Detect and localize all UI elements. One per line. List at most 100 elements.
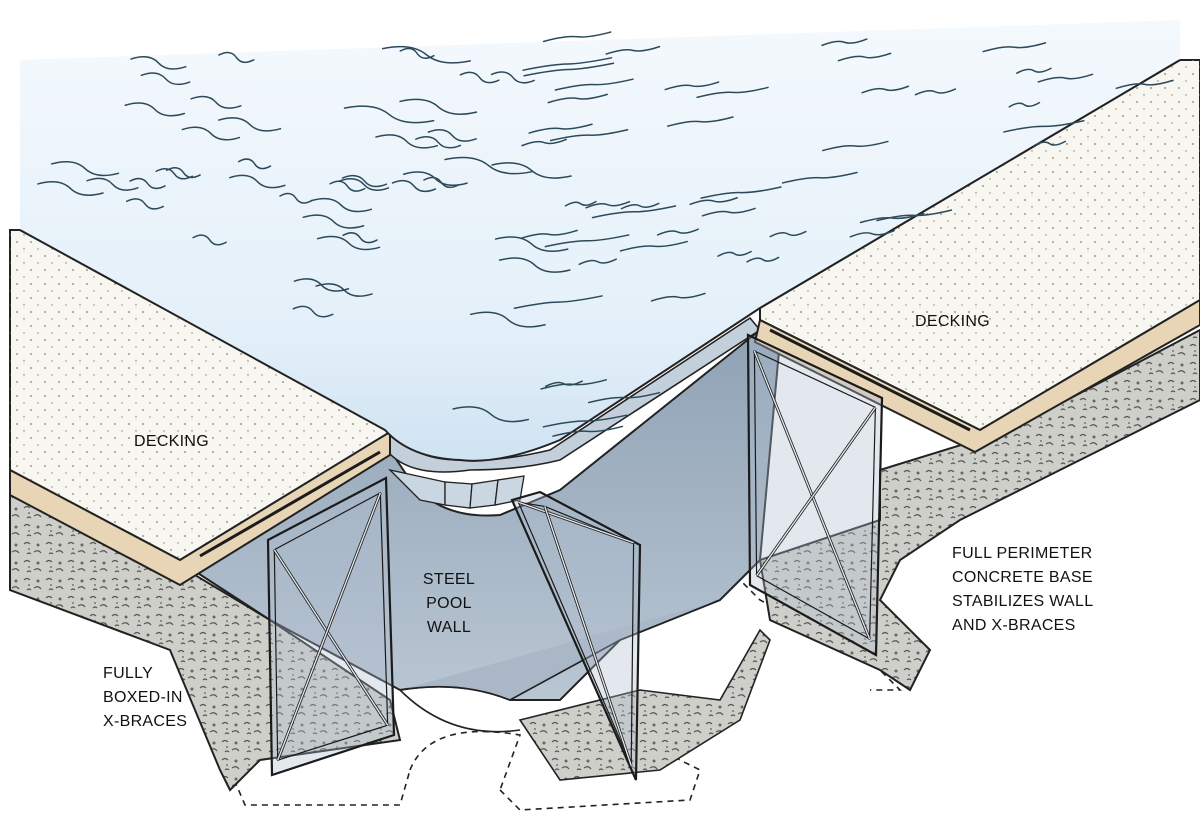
pool-wall-floor-line [399, 689, 521, 733]
steel-pool-wall-line-2: POOL [426, 595, 472, 612]
ripple [700, 186, 782, 199]
ripple [444, 156, 533, 175]
deck-right-edge [753, 298, 1200, 454]
ripple [666, 116, 734, 127]
concrete-base-line-2: CONCRETE BASE [952, 569, 1093, 586]
ripple [837, 52, 892, 62]
ripple [470, 311, 546, 328]
ripple [544, 234, 630, 248]
ripple [237, 158, 272, 170]
steel-pool-wall-line-3: WALL [426, 619, 472, 636]
ripple [656, 228, 699, 236]
ripple [513, 295, 603, 309]
ripple [338, 177, 390, 192]
x-braces-label: FULLY BOXED-IN X-BRACES [103, 662, 187, 734]
water-edge [19, 59, 1181, 462]
ripple [399, 47, 435, 59]
ripple [769, 230, 807, 238]
ripple [229, 174, 286, 189]
ripple [302, 214, 365, 229]
ripple [1033, 140, 1067, 147]
ripple [415, 136, 462, 149]
ripple [316, 235, 381, 251]
ripple [124, 102, 186, 117]
ripple [1016, 67, 1052, 74]
ripple [427, 129, 477, 142]
ripple [130, 56, 187, 70]
ripple [190, 95, 242, 109]
ripple [585, 200, 631, 209]
ripple [982, 42, 1047, 53]
concrete-base-left [9, 488, 402, 792]
x-brace-left [266, 476, 396, 777]
ripple [391, 179, 437, 193]
ripple [547, 93, 608, 104]
ripple [605, 45, 661, 55]
concrete-base-line-4: AND X-BRACES [952, 617, 1076, 634]
ripple [279, 192, 313, 204]
ripple [564, 200, 597, 207]
ripple [689, 196, 738, 206]
ripple [620, 202, 660, 210]
ripple [587, 391, 661, 404]
ripple [544, 380, 583, 388]
ripple [381, 45, 471, 64]
ripple [522, 57, 613, 71]
deck-right-bolt [769, 328, 971, 432]
decking-left-label: DECKING [134, 433, 209, 450]
ripple [309, 197, 373, 213]
ripple [914, 88, 957, 96]
ripple [859, 212, 925, 224]
ripple [402, 171, 468, 187]
ripple [315, 283, 373, 297]
ripple [523, 62, 615, 77]
ripple [399, 98, 478, 115]
ripple [165, 167, 201, 179]
ripple [459, 71, 500, 84]
ripple [342, 232, 378, 244]
x-brace-right [746, 333, 884, 657]
x-braces-line-3: X-BRACES [103, 713, 188, 730]
ripple [542, 414, 628, 428]
ripple [1115, 79, 1174, 90]
ripple [664, 81, 720, 91]
ripple [452, 406, 530, 423]
ripple [849, 229, 895, 238]
x-braces-line-1: FULLY [103, 665, 154, 682]
ripple [578, 258, 617, 266]
ripple [717, 250, 752, 257]
steel-pool-wall-line-1: STEEL [422, 571, 476, 588]
ripple [343, 105, 435, 124]
ripple [494, 236, 569, 253]
ripple [591, 205, 677, 219]
ripple [619, 240, 688, 252]
ripple [129, 177, 166, 190]
ripple [375, 134, 439, 149]
ripple [218, 117, 282, 132]
ripple [498, 257, 571, 273]
x-braces-line-2: BOXED-IN [103, 689, 183, 706]
concrete-base-line-1: FULL PERIMETER [952, 545, 1093, 562]
deck-right-dots [760, 60, 1200, 430]
concrete-base-line-3: STABILIZES WALL [952, 593, 1094, 610]
pool-wall-base-curve [399, 599, 721, 701]
ripple [491, 162, 572, 179]
deck-left-dots [10, 230, 390, 560]
ripple [552, 425, 624, 437]
ripple [554, 78, 634, 91]
ripple [292, 305, 334, 318]
ripple [341, 174, 388, 188]
ripple [701, 207, 756, 217]
ripple [37, 180, 104, 196]
decking-right-label: DECKING [915, 313, 990, 330]
x-brace-center [510, 490, 642, 781]
ripple [1008, 101, 1041, 108]
steel-pool-wall-label: STEEL POOL WALL [414, 568, 484, 640]
ripple [521, 138, 567, 147]
water-ripples [37, 31, 1174, 437]
ripple [528, 123, 593, 134]
ripple [1037, 73, 1094, 83]
ripple [549, 129, 629, 142]
ripple [86, 177, 139, 191]
